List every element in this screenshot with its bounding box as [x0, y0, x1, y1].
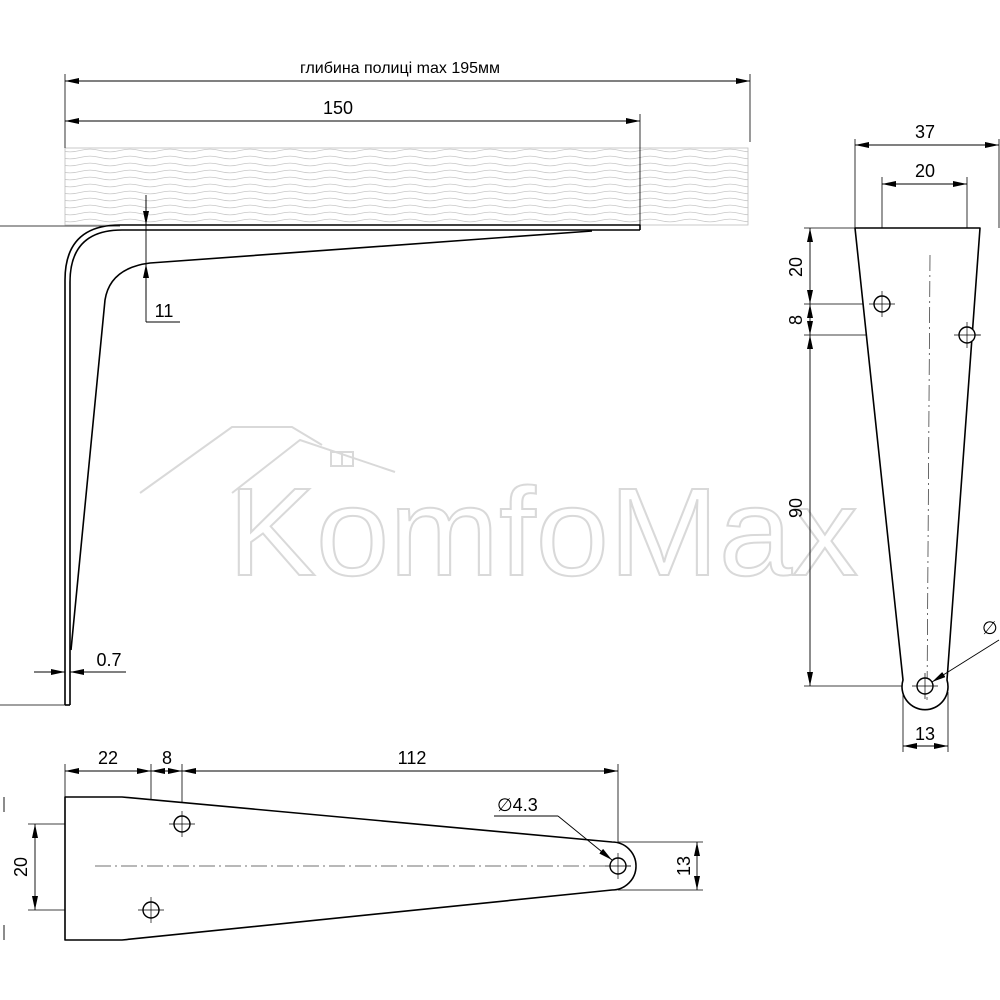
hp-hole-step-label: 8: [162, 748, 172, 768]
side-view: глибина полиці max 195мм 150 11 0.7: [0, 60, 751, 706]
vp-width-label: 37: [915, 122, 935, 142]
vp-hole-spacing-label: 20: [915, 161, 935, 181]
horizontal-plate-view: 22 8 112 ∅4.3 20 13: [3, 748, 703, 941]
hp-hole-to-end-label: 112: [398, 748, 427, 768]
watermark-roof-small: [231, 438, 396, 494]
hp-edge-to-hole-label: 22: [98, 748, 118, 768]
vp-centerline: [926, 254, 931, 701]
vp-hole-end: [912, 673, 938, 699]
hp-hole-bottom: [138, 897, 164, 923]
horizontal-plate-outline: [64, 796, 637, 941]
offset-label: 11: [155, 301, 174, 321]
bracket-outer-profile: [64, 224, 641, 705]
shelf-board: [64, 147, 749, 226]
vp-hole-leader: [931, 639, 1000, 683]
shelf-depth-label: глибина полиці max 195мм: [300, 60, 500, 77]
hp-diameter-label: ∅4.3: [497, 795, 538, 815]
thickness-label: 0.7: [96, 650, 121, 670]
vp-end-width-label: 13: [915, 724, 935, 744]
vertical-plate-view: 37 20 20 8 90 13 ∅: [786, 122, 1000, 752]
hp-hole-top: [169, 811, 195, 837]
bracket-gusset: [70, 230, 593, 651]
watermark-text: KomfoMax: [228, 463, 858, 602]
hp-hole-end: [605, 853, 631, 879]
vertical-plate-outline: [854, 227, 981, 711]
vp-hole-to-end-label: 90: [786, 498, 806, 518]
vp-hole-1: [869, 291, 895, 317]
hp-end-width-label: 13: [674, 856, 694, 876]
bracket-inner-profile: [69, 229, 640, 705]
vp-hole-label: ∅: [982, 618, 998, 638]
vp-top-to-hole-label: 20: [786, 257, 806, 277]
watermark: KomfoMax: [139, 426, 859, 603]
length-label: 150: [323, 98, 353, 118]
hp-hole-spacing-label: 20: [11, 857, 31, 877]
hp-diameter-leader: [557, 815, 613, 861]
vp-hole-2: [954, 322, 980, 348]
vp-hole-step-label: 8: [786, 315, 806, 325]
watermark-roof-large: [139, 426, 323, 494]
